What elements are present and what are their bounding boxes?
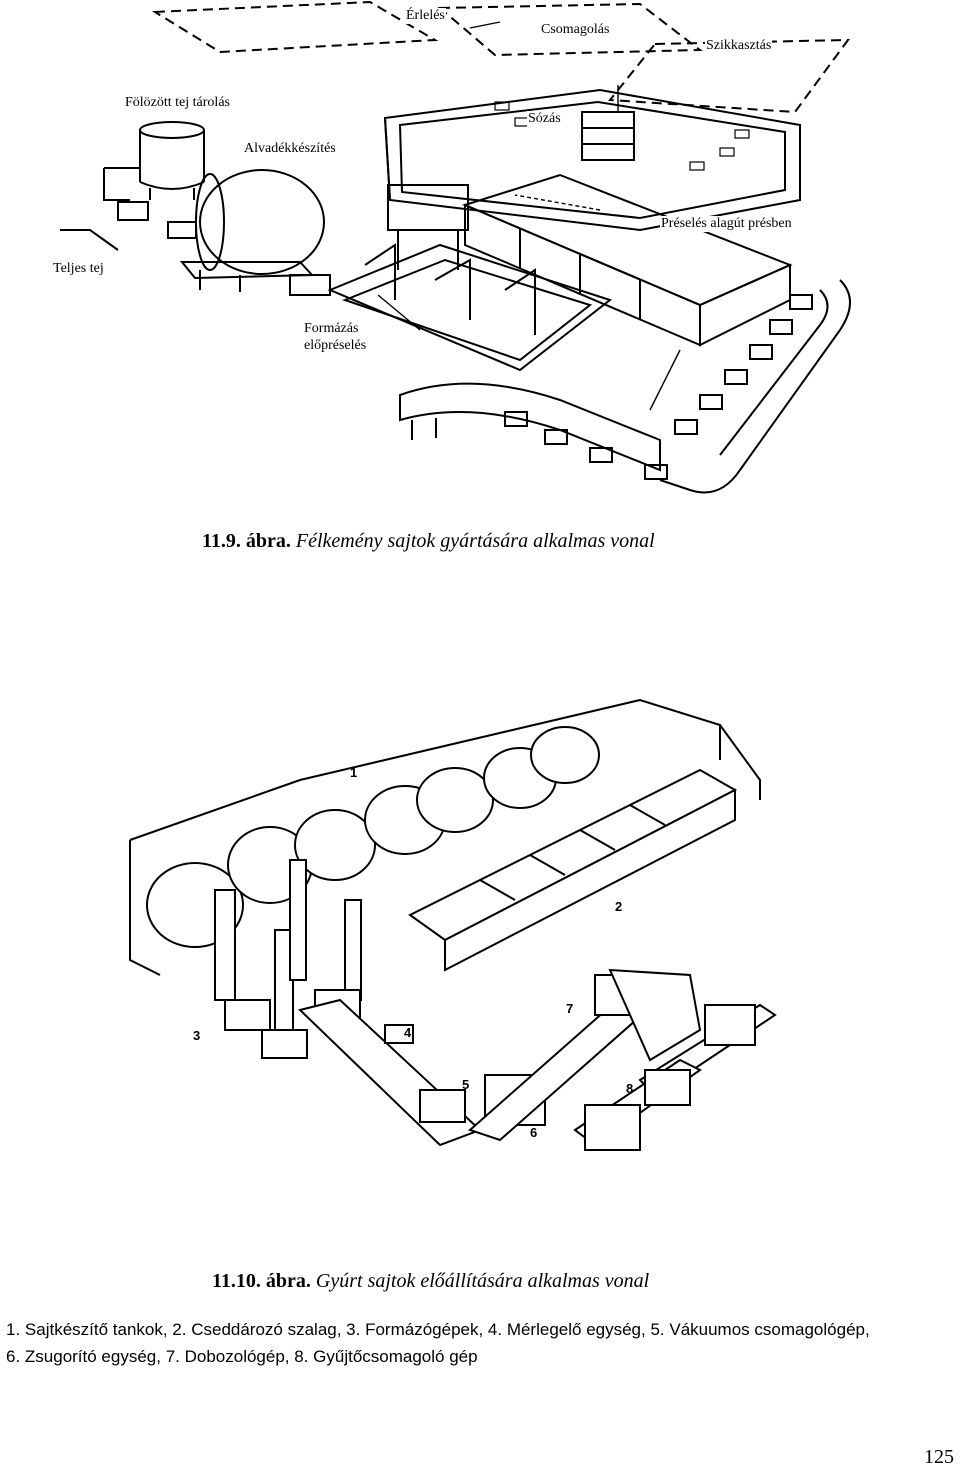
label-preseles: Préselés alagút présben: [660, 216, 793, 232]
case-packer: [573, 1003, 777, 1151]
label-teljes-tej: Teljes tej: [52, 261, 105, 277]
legend-line-1: 1. Sajtkészítő tankok, 2. Cseddározó sza…: [6, 1320, 870, 1339]
skim-milk-tank: [103, 121, 205, 221]
packaging-line: [298, 968, 702, 1147]
callout-1: 1: [350, 765, 358, 780]
legend-line-2: 6. Zsugorító egység, 7. Dobozológép, 8. …: [6, 1347, 478, 1366]
page-number: 125: [924, 1446, 954, 1468]
label-csomagolas: Csomagolás: [540, 22, 611, 38]
cheddaring-belt: [408, 768, 738, 972]
callout-4: 4: [404, 1025, 412, 1040]
brining-tank: [383, 88, 801, 232]
label-sozas: Sózás: [527, 111, 562, 127]
figure-2-caption: 11.10. ábra. Gyúrt sajtok előállítására …: [212, 1270, 649, 1293]
figure-1-caption-number: 11.9. ábra.: [202, 530, 291, 552]
callout-8: 8: [626, 1081, 634, 1096]
callout-5: 5: [462, 1077, 470, 1092]
cheese-vats: [146, 726, 600, 948]
callout-7: 7: [566, 1001, 574, 1016]
label-szikkasztas: Szikkasztás: [705, 38, 773, 54]
flow-arrows: [377, 21, 681, 411]
label-elopreseles: előpréselés: [303, 338, 368, 354]
dashed-room-outlines: [151, 0, 851, 114]
label-formazas: Formázás: [303, 321, 360, 337]
figure-2-caption-title: Gyúrt sajtok előállítására alkalmas vona…: [315, 1270, 650, 1292]
figure-2-caption-number: 11.10. ábra.: [212, 1270, 311, 1292]
curd-vat: [60, 169, 331, 296]
return-conveyor: [504, 279, 851, 494]
moulding-prepressing: [327, 184, 661, 472]
label-erleles: Érlelés: [405, 8, 446, 24]
moulding-machines: [214, 859, 362, 1059]
label-folozott-tej: Fölözött tej tárolás: [124, 95, 231, 111]
tunnel-press: [462, 173, 793, 347]
figure-1-caption-title: Félkemény sajtok gyártására alkalmas von…: [295, 530, 655, 552]
label-alvadek: Alvadékkészítés: [243, 141, 337, 157]
callout-2: 2: [615, 899, 623, 914]
figure-1-caption: 11.9. ábra. Félkemény sajtok gyártására …: [202, 530, 655, 553]
callout-3: 3: [193, 1028, 201, 1043]
callout-6: 6: [530, 1125, 538, 1140]
hall-outline: [129, 698, 761, 976]
